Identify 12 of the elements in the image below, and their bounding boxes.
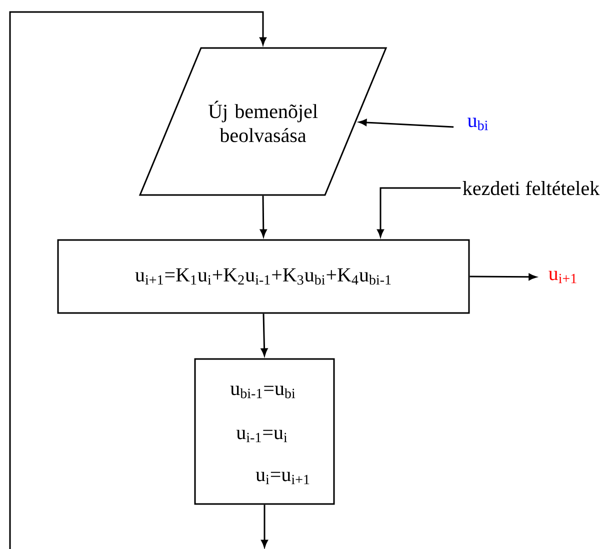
input-label: u$_{bi}$ bbox=[468, 118, 488, 130]
arrow bbox=[9, 11, 266, 549]
process-box: u$_{bi-1}$=u$_{bi}$ u$_{i-1}$=u$_{i}$ u$_{i}$=u$_{i+1}$ bbox=[194, 358, 335, 505]
input-label: kezdeti feltételek bbox=[462, 180, 600, 196]
process-box: u$_{i+1}$=K$_{1}$u$_{i}$+K$_{2}$u$_{i-1}$+K$_{3}$u$_{bi}$+K$_{4}$u$_{bi-1}$ bbox=[57, 239, 470, 314]
output-label: u$_{i+1}$ bbox=[548, 270, 576, 284]
arrow bbox=[260, 196, 267, 238]
arrow bbox=[358, 119, 454, 128]
arrow bbox=[260, 314, 268, 356]
arrow bbox=[377, 187, 461, 238]
arrow bbox=[470, 274, 536, 280]
arrow bbox=[261, 504, 268, 548]
